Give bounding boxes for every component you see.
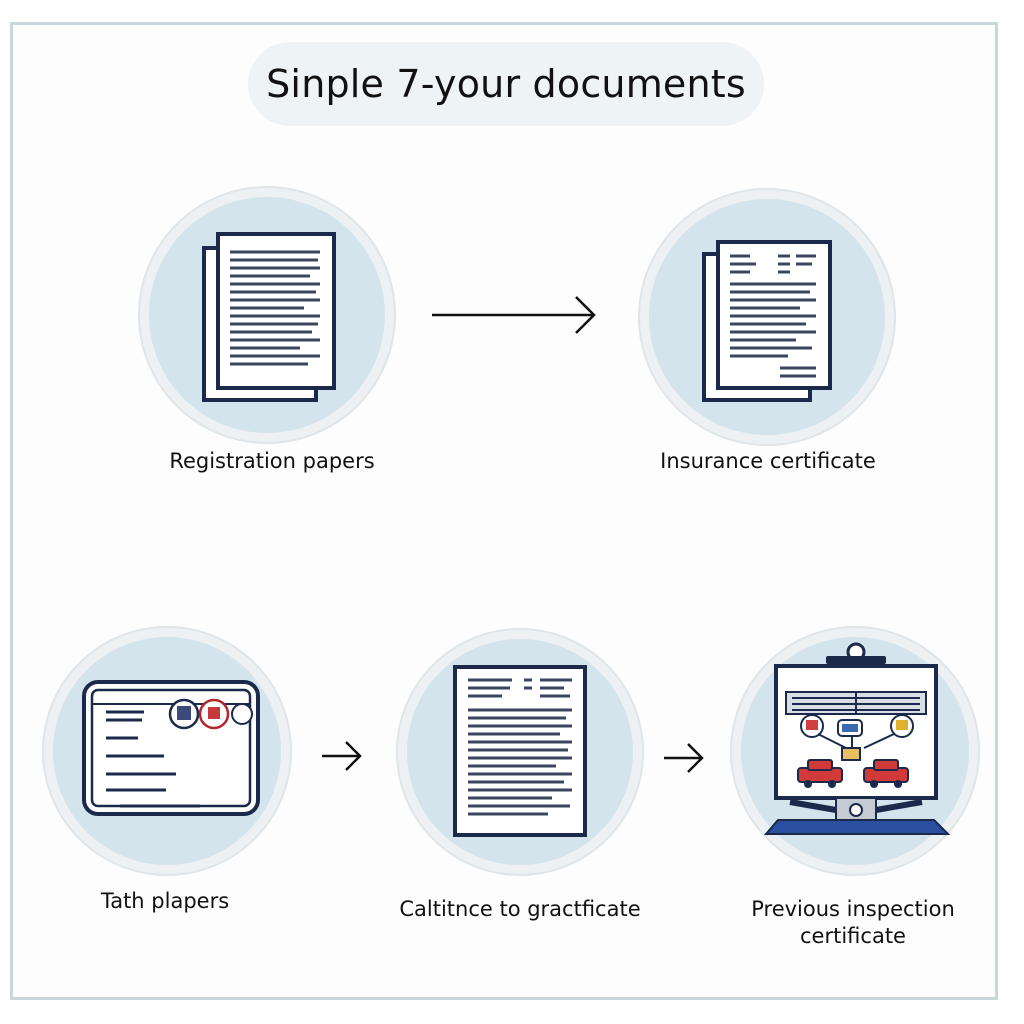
tath-plapers-label: Tath plapers bbox=[100, 889, 230, 913]
registration-papers-label: Registration papers bbox=[169, 449, 375, 473]
arrow-right-icon bbox=[322, 741, 362, 771]
title-pill: Sinple 7-your documents bbox=[248, 42, 764, 126]
caltitnce-label: Caltitnce to gractficate bbox=[399, 897, 641, 921]
document-stack-icon bbox=[202, 232, 336, 402]
arrow-right-icon bbox=[432, 296, 596, 334]
arrow-right-icon bbox=[664, 743, 704, 773]
document-icon bbox=[453, 665, 587, 837]
inspection-board-icon bbox=[763, 642, 951, 835]
previous-inspection-label-line2: certificate bbox=[800, 924, 906, 948]
diagram-title: Sinple 7-your documents bbox=[266, 62, 746, 106]
previous-inspection-label-line1: Previous inspection bbox=[751, 897, 955, 921]
insurance-certificate-label: Insurance certificate bbox=[660, 449, 876, 473]
stamped-card-icon bbox=[82, 680, 260, 816]
document-stack-icon bbox=[702, 240, 832, 402]
